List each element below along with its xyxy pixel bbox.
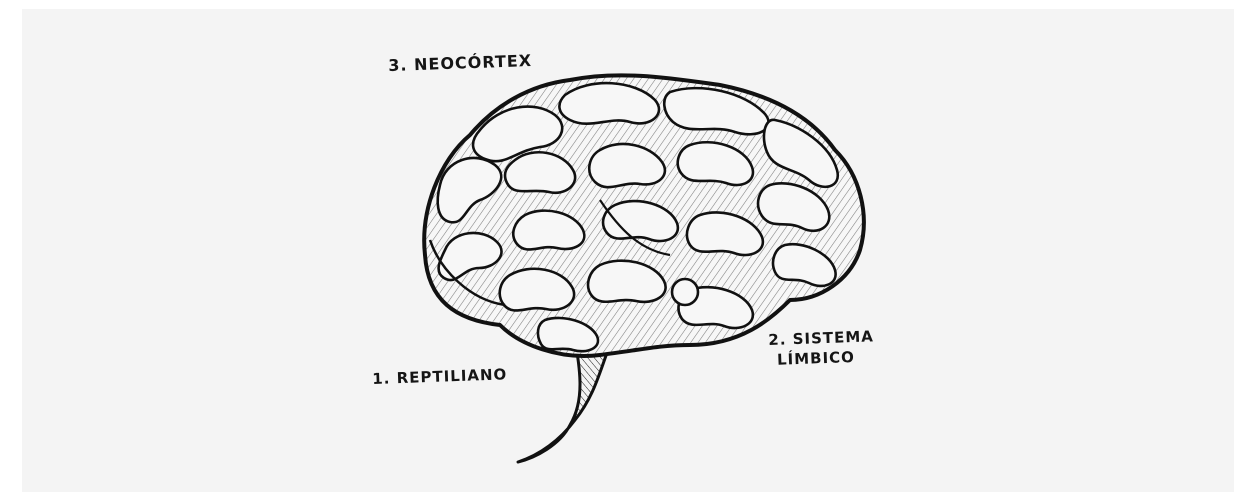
- label-limbic-line2: LÍMBICO: [777, 346, 875, 369]
- label-limbic-system: 2. SISTEMA LÍMBICO: [768, 326, 875, 370]
- label-limbic-line1: 2. SISTEMA: [768, 326, 874, 350]
- brain-body: [420, 70, 870, 370]
- brain-stem: [518, 340, 610, 462]
